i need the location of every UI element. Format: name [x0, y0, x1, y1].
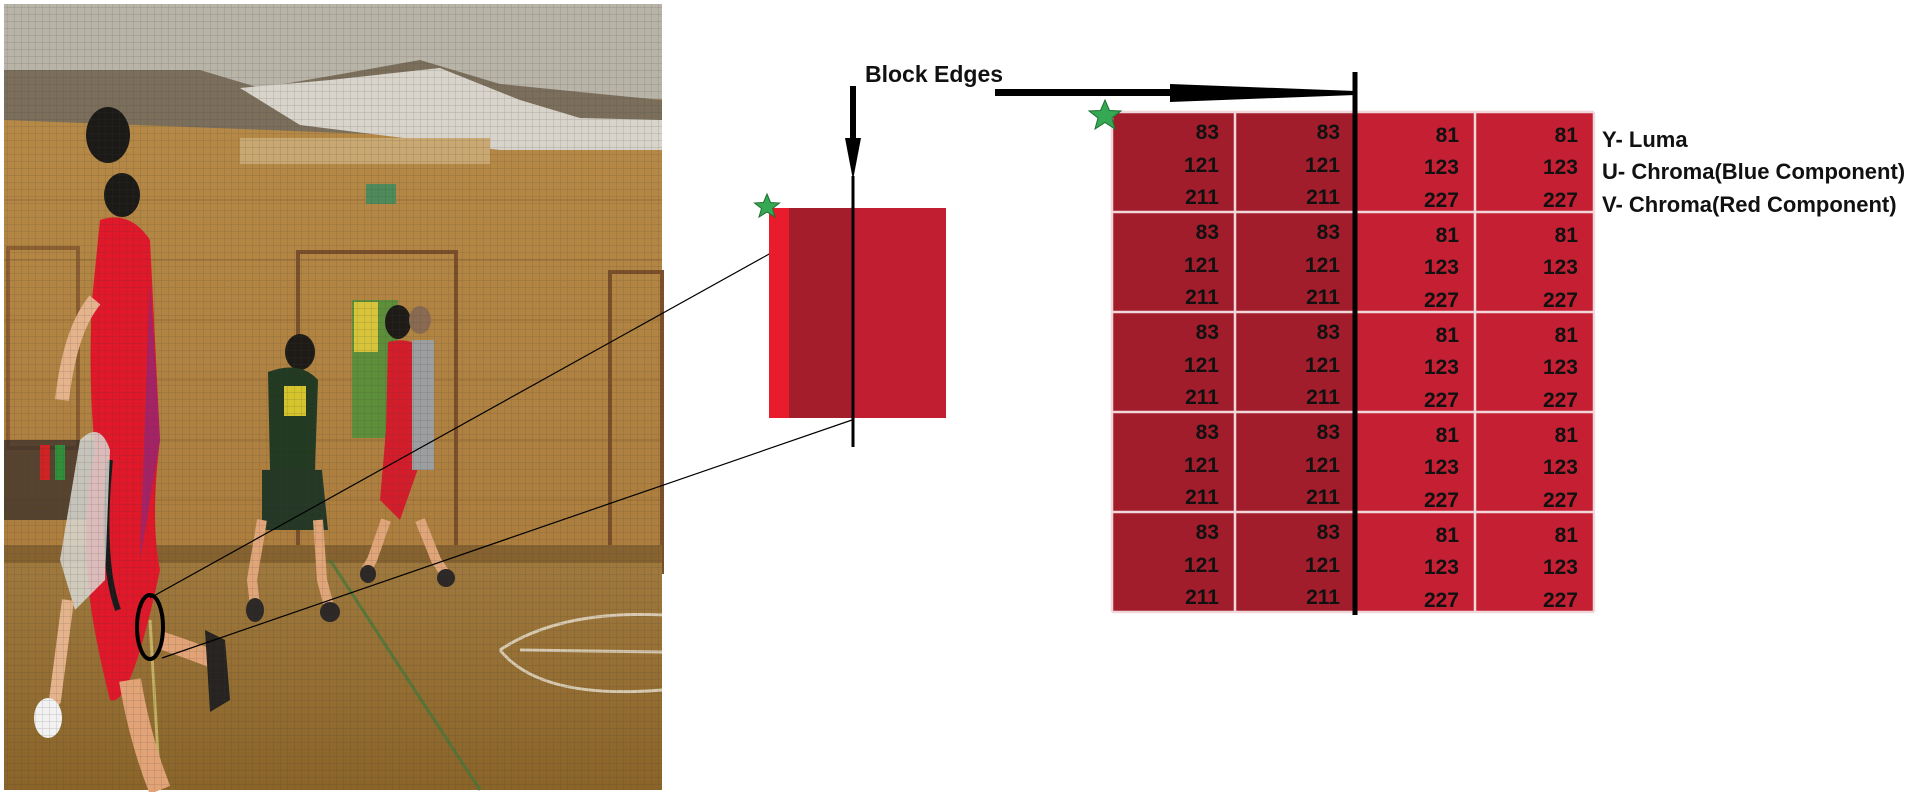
legend-luma: Y- Luma — [1602, 127, 1688, 152]
grid-cell-value: 81 — [1555, 324, 1579, 347]
grid-cell-value: 227 — [1543, 189, 1578, 212]
grid-cell-value: 227 — [1543, 389, 1578, 412]
grid-cell-value: 83 — [1196, 221, 1219, 244]
grid-cell-value: 83 — [1196, 321, 1219, 344]
down-arrow-icon — [845, 86, 861, 180]
grid-cell-value: 121 — [1305, 454, 1340, 477]
grid-cell-value: 123 — [1424, 356, 1459, 379]
grid-cell-value: 81 — [1436, 324, 1460, 347]
grid-cell-value: 81 — [1436, 224, 1460, 247]
grid-cell-value: 83 — [1317, 121, 1340, 144]
grid-cell-value: 83 — [1196, 421, 1219, 444]
grid-cell-value: 123 — [1424, 556, 1459, 579]
grid-cell-value: 123 — [1424, 456, 1459, 479]
grid-cell-value: 123 — [1543, 156, 1578, 179]
grid-cell-value: 121 — [1184, 454, 1219, 477]
grid-cell-value: 211 — [1185, 386, 1219, 409]
grid-cell-value: 121 — [1184, 354, 1219, 377]
grid-cell-value: 227 — [1424, 289, 1459, 312]
grid-cell-value: 123 — [1424, 156, 1459, 179]
legend-chroma-blue: U- Chroma(Blue Component) — [1602, 159, 1905, 184]
grid-cell-value: 211 — [1306, 586, 1340, 609]
grid-cell-value: 211 — [1185, 186, 1219, 209]
grid-cell-value: 227 — [1543, 289, 1578, 312]
grid-cell-value: 81 — [1436, 524, 1460, 547]
connector-line-top — [149, 207, 853, 599]
grid-cell-value: 83 — [1196, 521, 1219, 544]
grid-cell-value: 227 — [1424, 389, 1459, 412]
grid-cell-value: 83 — [1196, 121, 1219, 144]
grid-cell-value: 211 — [1306, 486, 1340, 509]
grid-cell-value: 211 — [1185, 286, 1219, 309]
grid-cell-value: 121 — [1184, 254, 1219, 277]
grid-cell-value: 123 — [1543, 256, 1578, 279]
zoom-block — [769, 176, 946, 447]
court-photo — [4, 4, 664, 792]
right-arrow-icon — [995, 84, 1355, 102]
grid-cell-value: 123 — [1543, 356, 1578, 379]
grid-cell-value: 121 — [1184, 554, 1219, 577]
grid-cell-value: 211 — [1185, 586, 1219, 609]
grid-cell-value: 123 — [1543, 456, 1578, 479]
grid-cell-value: 83 — [1317, 421, 1340, 444]
grid-cell-value: 81 — [1555, 124, 1579, 147]
grid-cell-value: 81 — [1555, 224, 1579, 247]
pixel-value-grid: 83 121 211 83 121 211 81 123 227 81 123 227 83 121 211… — [1110, 72, 1596, 615]
block-edges-label: Block Edges — [865, 61, 1003, 87]
grid-cell-value: 81 — [1555, 524, 1579, 547]
grid-cell-value: 83 — [1317, 521, 1340, 544]
grid-cell-value: 83 — [1317, 321, 1340, 344]
grid-cell-value: 227 — [1424, 489, 1459, 512]
highlight-ellipse — [135, 593, 165, 661]
grid-cell-value: 123 — [1543, 556, 1578, 579]
star-marker-small — [753, 192, 781, 219]
grid-cell-value: 211 — [1306, 286, 1340, 309]
grid-cell-value: 211 — [1306, 386, 1340, 409]
grid-cell-value: 121 — [1305, 254, 1340, 277]
grid-cell-value: 227 — [1424, 189, 1459, 212]
grid-cell-value: 121 — [1305, 554, 1340, 577]
grid-cell-value: 121 — [1184, 154, 1219, 177]
connector-line-bottom — [161, 419, 853, 659]
grid-cell-value: 121 — [1305, 354, 1340, 377]
grid-cell-value: 83 — [1317, 221, 1340, 244]
grid-cell-value: 121 — [1305, 154, 1340, 177]
legend-chroma-red: V- Chroma(Red Component) — [1602, 192, 1897, 217]
grid-cell-value: 211 — [1306, 186, 1340, 209]
grid-cell-value: 81 — [1436, 424, 1460, 447]
grid-cell-value: 227 — [1543, 489, 1578, 512]
grid-cell-value: 81 — [1436, 124, 1460, 147]
star-marker-large — [1087, 98, 1123, 131]
grid-cell-value: 227 — [1543, 589, 1578, 612]
grid-cell-value: 211 — [1185, 486, 1219, 509]
grid-cell-value: 123 — [1424, 256, 1459, 279]
grid-cell-value: 81 — [1555, 424, 1579, 447]
grid-cell-value: 227 — [1424, 589, 1459, 612]
